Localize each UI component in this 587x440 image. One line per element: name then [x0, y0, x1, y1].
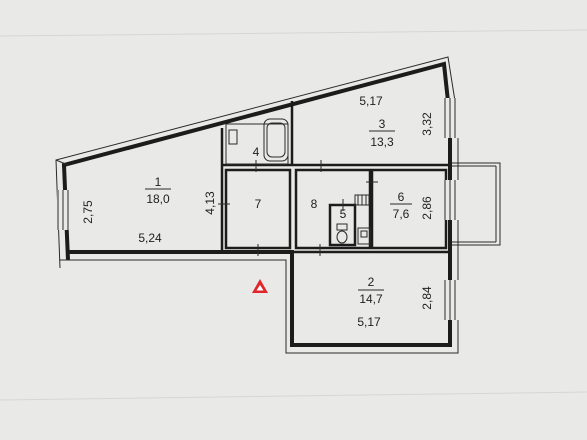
room-3-depth: 3,32 [420, 112, 434, 136]
windows [57, 98, 459, 320]
interior-walls [220, 101, 450, 254]
room-2-number: 2 [368, 275, 375, 289]
room-3-area: 13,3 [370, 135, 394, 149]
room-6-depth: 2,86 [420, 196, 434, 220]
door-marks [218, 160, 378, 256]
window-room-6 [443, 180, 459, 220]
room-1-depth: 2,75 [81, 200, 95, 224]
room-2-area: 14,7 [359, 292, 383, 306]
window-room-1 [57, 190, 71, 230]
room-3-width: 5,17 [359, 94, 383, 108]
triangle-marker-icon[interactable] [252, 279, 268, 293]
room-7-number: 7 [255, 197, 262, 211]
room-2-width: 5,17 [357, 315, 381, 329]
room-3-number: 3 [379, 117, 386, 131]
outer-walls [55, 56, 459, 354]
room-1-number: 1 [155, 175, 162, 189]
window-room-2 [443, 280, 459, 320]
room-2-depth: 2,84 [420, 286, 434, 310]
balcony [448, 162, 501, 246]
room-8-number: 8 [311, 197, 318, 211]
room-6-area: 7,6 [393, 207, 410, 221]
window-room-3 [443, 98, 459, 138]
room-5-number: 5 [340, 207, 347, 221]
paper-texture [0, 29, 587, 401]
room-6-number: 6 [398, 190, 405, 204]
room-7-depth: 4,13 [203, 191, 217, 215]
room-labels: 1 18,0 5,24 2,75 7 4,13 4 5,17 3 13,3 3,… [81, 94, 434, 329]
room-1-area: 18,0 [146, 192, 170, 206]
room-4-number: 4 [253, 145, 260, 159]
room-1-width: 5,24 [138, 231, 162, 245]
